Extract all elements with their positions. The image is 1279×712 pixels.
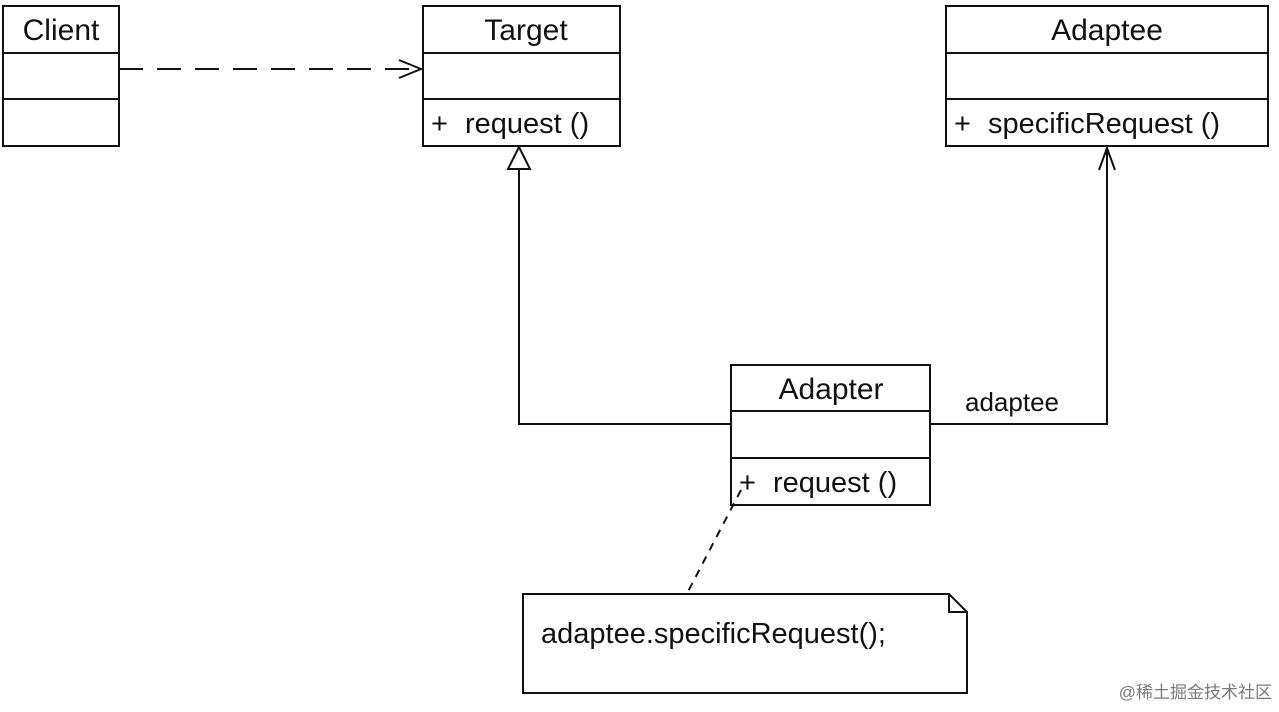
dependency-arrowhead	[398, 59, 424, 79]
note-box	[522, 593, 968, 694]
class-client	[2, 5, 120, 147]
note-text: adaptee.specificRequest();	[541, 618, 886, 650]
class-adapter	[730, 364, 931, 506]
watermark: @稀土掘金技术社区	[1119, 683, 1272, 702]
generalization-line	[518, 169, 731, 425]
association-arrowhead	[1098, 145, 1116, 171]
class-adaptee-op-signature: specificRequest ()	[988, 108, 1220, 140]
class-adapter-box	[730, 364, 931, 506]
association-adapter-adaptee	[930, 145, 1116, 425]
generalization-triangle	[506, 144, 532, 170]
class-adaptee-op-visibility: +	[954, 108, 971, 140]
class-client-box	[2, 5, 120, 147]
class-adapter-op-signature: request ()	[773, 467, 897, 499]
note-folded-corner	[948, 594, 967, 613]
class-adapter-op-visibility: +	[739, 467, 756, 499]
association-line	[930, 148, 1108, 425]
class-target-name: Target	[484, 14, 568, 47]
class-target-op-visibility: +	[431, 108, 448, 140]
class-target-op-signature: request ()	[465, 108, 589, 140]
class-client-name: Client	[23, 14, 100, 47]
class-adapter-name: Adapter	[778, 373, 883, 406]
dependency-client-target	[119, 59, 424, 79]
class-target-box	[422, 5, 621, 147]
generalization-adapter-target	[506, 144, 731, 425]
note	[522, 593, 968, 694]
association-role-label: adaptee	[965, 387, 1059, 417]
note-connector	[681, 489, 742, 604]
class-target	[422, 5, 621, 147]
class-adaptee-name: Adaptee	[1051, 14, 1163, 47]
